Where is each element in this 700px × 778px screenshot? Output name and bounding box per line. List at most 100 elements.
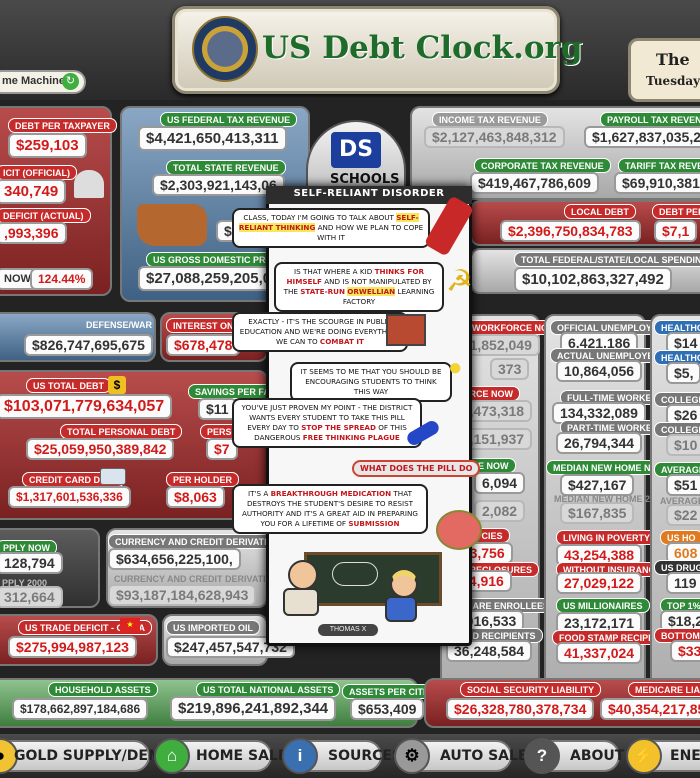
total-debt-value: $103,071,779,634,057 [0, 394, 173, 419]
debt-per-value: $7,1 [654, 220, 698, 242]
corporate-tax-label: CORPORATE TAX REVENUE [474, 158, 611, 173]
comic-title: SELF-RELIANT DISORDER [293, 188, 445, 199]
national-assets-value: $219,896,241,892,344 [170, 696, 337, 721]
bubble-2-emphasis-2: STATE-RUN [300, 287, 345, 296]
credit-card-value: $1,317,601,536,336 [8, 486, 131, 508]
tariff-label: TARIFF TAX REVE [618, 158, 700, 173]
dollar-warning-icon: $ [108, 376, 126, 394]
refresh-icon[interactable]: ↻ [62, 73, 79, 90]
deficit-actual-label: DEFICIT (ACTUAL) [0, 208, 91, 223]
nav-auto-label[interactable]: AUTO SALES [440, 748, 538, 764]
speech-bubble-3: EXACTLY - IT'S THE SCOURGE IN PUBLIC EDU… [232, 312, 408, 352]
workforce-2000-value: 373 [490, 358, 530, 380]
currency-2000-value: $93,187,184,628,943 [108, 584, 257, 606]
defense-label: DEFENSE/WAR [86, 320, 153, 330]
question-icon[interactable]: ? [524, 738, 560, 774]
medicare-liability-value: $40,354,217,85 [600, 698, 700, 720]
millionaires-label: US MILLIONAIRES [556, 598, 650, 613]
currency-2000-label: CURRENCY AND CREDIT DERIVATIVES 2000 [114, 574, 307, 584]
social-security-label: SOCIAL SECURITY LIABILITY [460, 682, 602, 697]
person-value: $7 [206, 438, 238, 460]
gear-icon[interactable]: ⚙ [394, 738, 430, 774]
bubble-6-text-a: IT'S A [248, 489, 269, 498]
nav-gold-label[interactable]: GOLD SUPPLY/DEMAND [14, 748, 197, 764]
seal-icon [192, 16, 258, 82]
teacher-figure [283, 560, 323, 620]
actual-unemp-value: 10,864,056 [556, 360, 643, 382]
lightbulb-icon: ● [448, 354, 463, 381]
imported-oil-value: $247,457,547,732 [166, 636, 295, 658]
site-title[interactable]: US Debt Clock.org [262, 30, 583, 66]
bottom-value: $33 [670, 640, 700, 662]
date-day: Tuesdays [646, 74, 700, 88]
hammer-sickle-icon: ☭ [446, 265, 473, 298]
info-icon[interactable]: i [282, 738, 318, 774]
per-holder-label: PER HOLDER [166, 472, 240, 487]
healthcare2-value: $5, [666, 362, 700, 384]
personal-debt-value: $25,059,950,389,842 [26, 438, 175, 460]
supply-now-value: 128,794 [0, 552, 63, 574]
nav-sources-label[interactable]: SOURCES [328, 748, 403, 764]
spending-value: $10,102,863,327,492 [514, 267, 672, 292]
nav-gold-supply[interactable] [0, 740, 150, 772]
bubble-2-text-c: LEARNING FACTORY [342, 287, 435, 306]
deficit-actual-value: ,993,396 [0, 222, 67, 244]
question-bubble: WHAT DOES THE PILL DO [352, 460, 481, 477]
household-assets-label: HOUSEHOLD ASSETS [48, 682, 158, 697]
fed-tax-label: US FEDERAL TAX REVENUE [160, 112, 298, 127]
savings-value: $11 [198, 398, 237, 420]
china-flag-icon: ★ [120, 618, 140, 632]
currency-label: CURRENCY AND CREDIT DERIVATIVES [108, 534, 292, 549]
fed-tax-value: $4,421,650,413,311 [138, 126, 287, 151]
per-holder-value: $8,063 [166, 486, 225, 508]
house-icon[interactable]: ⌂ [154, 738, 190, 774]
us-drug-value: 119 [666, 572, 700, 594]
debt-per-taxpayer-value: $259,103 [8, 133, 87, 158]
nav-energy-label[interactable]: ENER [670, 748, 700, 764]
bubble-1-text-b: AND HOW WE PLAN TO COPE WITH IT [317, 223, 424, 242]
local-debt-label: LOCAL DEBT [564, 204, 636, 219]
bubble-2-highlight: ORWELLIAN [347, 287, 396, 296]
nav-about-label[interactable]: ABOUT [570, 748, 625, 764]
median-home-2000-value: $167,835 [560, 502, 635, 524]
income-tax-label: INCOME TAX REVENUE [432, 112, 548, 127]
interest-value: $678,478 [166, 334, 241, 356]
tariff-value: $69,910,381, [614, 172, 700, 194]
ds-schools-label: SCHOOLS [330, 172, 400, 187]
national-assets-label: US TOTAL NATIONAL ASSETS [196, 682, 341, 697]
comic-signature: THOMAS X [318, 624, 378, 636]
bubble-6-emphasis-2: SUBMISSION [348, 519, 400, 528]
debt-per-taxpayer-label: DEBT PER TAXPAYER [8, 118, 117, 133]
us-map-icon [137, 204, 207, 246]
personal-debt-label: TOTAL PERSONAL DEBT [60, 424, 183, 439]
median-home-value: $427,167 [560, 474, 635, 496]
speech-bubble-2: IS THAT WHERE A KID THINKS FOR HIMSELF A… [274, 262, 444, 312]
nav-home-label[interactable]: HOME SALES [196, 748, 298, 764]
bubble-2-emphasis-1: THINKS FOR HIMSELF [286, 267, 424, 286]
currency-value: $634,656,225,100, [108, 548, 241, 570]
trade-label: US TRADE DEFICIT - CHINA [18, 620, 152, 635]
ds-logo: DS [331, 132, 381, 168]
payroll-value: $1,627,837,035,294 [584, 126, 700, 148]
sheep-drawing-icon [332, 562, 378, 586]
assets-per-citizen-value: $653,409 [350, 698, 425, 720]
capitol-icon [74, 170, 104, 198]
bubble-5-text-a: YOU'VE JUST PROVEN MY POINT - THE DISTRI… [241, 403, 413, 432]
date-prefix: The [656, 50, 690, 69]
bubble-2-text-a: IS THAT WHERE A KID [294, 267, 373, 276]
bubble-5-emphasis-1: STOP THE SPREAD [301, 423, 376, 432]
uninsured-value: 27,029,122 [556, 572, 643, 594]
bubble-5-text-b: OF THIS DANGEROUS [254, 423, 407, 442]
median-home-2000-label: MEDIAN NEW HOME 2000 [554, 494, 666, 504]
date-plate [628, 38, 700, 102]
income-2000-value: 2,082 [474, 500, 526, 522]
local-debt-value: $2,396,750,834,783 [500, 220, 641, 242]
defense-value: $826,747,695,675 [24, 334, 153, 356]
college2-value: $10 [666, 434, 700, 456]
credit-card-icon [100, 468, 126, 485]
average-new-value: $51 [666, 474, 700, 496]
lightning-icon[interactable]: ⚡ [626, 738, 662, 774]
part-time-value: 26,794,344 [556, 432, 643, 454]
supply-2000-value: 312,664 [0, 586, 63, 608]
bubble-3-emphasis: COMBAT IT [319, 337, 364, 346]
